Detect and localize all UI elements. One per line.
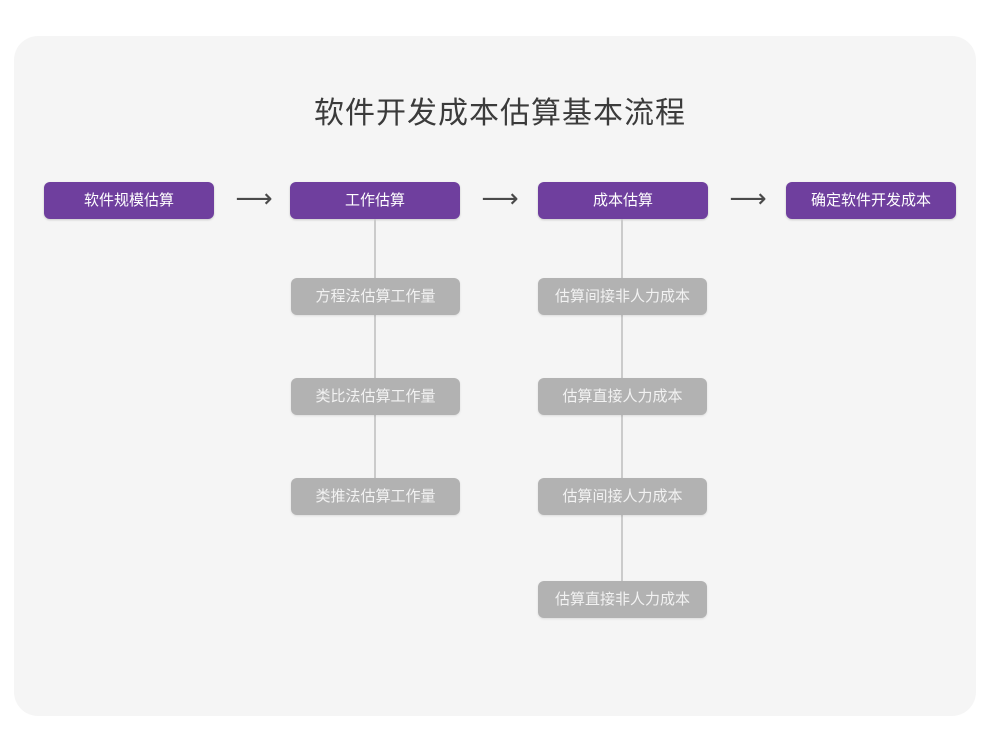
page-title: 软件开发成本估算基本流程	[314, 97, 686, 130]
substep-node-indirect-nonlabor-cost[interactable]: 估算间接非人力成本	[538, 278, 707, 315]
substep-node-indirect-labor-cost[interactable]: 估算间接人力成本	[538, 478, 707, 515]
substep-node-direct-labor-cost[interactable]: 估算直接人力成本	[538, 378, 707, 415]
right-arrow-icon-3: ⟶	[729, 184, 767, 214]
substep-node-effort-analogy-method[interactable]: 类比法估算工作量	[291, 378, 460, 415]
right-arrow-icon-2: ⟶	[481, 184, 519, 214]
substep-node-direct-nonlabor-cost[interactable]: 估算直接非人力成本	[538, 581, 707, 618]
connector-line-cost-column	[621, 219, 623, 617]
diagram-card-background	[14, 36, 976, 716]
stage-node-software-scale-estimation[interactable]: 软件规模估算	[44, 182, 214, 219]
substep-node-effort-equation-method[interactable]: 方程法估算工作量	[291, 278, 460, 315]
connector-line-effort-column	[374, 219, 376, 515]
stage-node-effort-estimation[interactable]: 工作估算	[290, 182, 460, 219]
stage-node-determine-development-cost[interactable]: 确定软件开发成本	[786, 182, 956, 219]
stage-node-cost-estimation[interactable]: 成本估算	[538, 182, 708, 219]
substep-node-effort-inference-method[interactable]: 类推法估算工作量	[291, 478, 460, 515]
right-arrow-icon-1: ⟶	[235, 184, 273, 214]
